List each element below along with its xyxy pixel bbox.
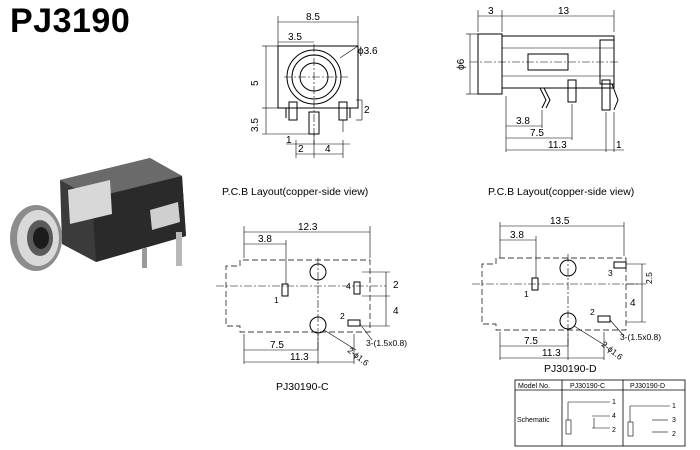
- pcb-layout-c-drawing: [216, 226, 390, 364]
- side-dim-d3: 11.3: [548, 140, 567, 151]
- pcb-d-dim-v1: 2.5: [644, 272, 654, 284]
- front-view-drawing: [262, 16, 363, 158]
- pcb-d-dia: 2-ϕ1.6: [600, 339, 625, 362]
- schematic-d-symbol: [627, 405, 670, 437]
- table-row-schematic: Schematic: [517, 417, 550, 424]
- front-dim-b1: 1: [286, 135, 292, 146]
- pcb-c-dim-d2: 7.5: [270, 340, 284, 351]
- pcb-d-dim-d1: 3.8: [510, 230, 524, 241]
- pcb-c-hole-note: 3-(1.5x0.8): [366, 338, 407, 348]
- pcb-d-pin-3: 3: [608, 268, 613, 278]
- pcb-d-caption: PJ30190-D: [544, 363, 597, 375]
- table-header-model: Model No.: [518, 383, 550, 390]
- schem-d-pin-3: 3: [672, 417, 676, 424]
- schematic-c-symbol: [565, 401, 610, 435]
- side-view-caption: P.C.B Layout(copper-side view): [488, 186, 634, 198]
- pcb-d-dim-total: 13.5: [550, 216, 570, 227]
- connector-photo: [10, 158, 186, 271]
- front-dim-left: 3.5: [288, 32, 302, 43]
- pcb-c-pin-2: 2: [340, 311, 345, 321]
- front-dim-pin: 2: [364, 105, 370, 116]
- schem-c-pin-4: 4: [612, 413, 616, 420]
- pcb-d-pin-2: 2: [590, 307, 595, 317]
- front-view-caption: P.C.B Layout(copper-side view): [222, 186, 368, 198]
- side-dim-front: 3: [488, 6, 494, 17]
- pcb-c-pin-1: 1: [274, 295, 279, 305]
- part-number-title: PJ3190: [10, 2, 131, 40]
- front-dim-dia: ϕ3.6: [358, 46, 378, 57]
- pcb-c-dia: 2-ϕ1.6: [346, 345, 371, 368]
- front-dim-height: 5: [250, 80, 261, 86]
- pcb-c-dim-v1: 2: [393, 280, 399, 291]
- pcb-c-caption: PJ30190-C: [276, 381, 329, 393]
- pcb-c-dim-total: 12.3: [298, 222, 318, 233]
- pcb-d-dim-d3: 11.3: [542, 348, 561, 359]
- front-dim-b3: 4: [325, 144, 331, 155]
- schem-c-pin-2: 2: [612, 427, 616, 434]
- schematic-table: [514, 379, 686, 447]
- pcb-d-dim-v2: 4: [630, 298, 636, 309]
- table-header-d: PJ30190-D: [630, 383, 665, 390]
- side-dim-d1: 3.8: [516, 116, 530, 127]
- pcb-c-pin-4: 4: [346, 281, 351, 291]
- pcb-c-dim-d3: 11.3: [290, 352, 309, 363]
- side-dim-length: 13: [558, 6, 570, 17]
- pcb-c-dim-v2: 4: [393, 306, 399, 317]
- side-dim-d2: 7.5: [530, 128, 544, 139]
- table-header-c: PJ30190-C: [570, 383, 605, 390]
- side-dim-dia: ϕ6: [456, 58, 467, 70]
- pcb-d-hole-note: 3-(1.5x0.8): [620, 332, 661, 342]
- front-dim-width: 8.5: [306, 12, 320, 23]
- pcb-layout-d-drawing: [472, 222, 646, 360]
- side-dim-d4: 1: [616, 140, 622, 151]
- front-dim-lower: 3.5: [250, 118, 261, 132]
- schem-d-pin-1: 1: [672, 403, 676, 410]
- schem-d-pin-2: 2: [672, 431, 676, 438]
- schem-c-pin-1: 1: [612, 399, 616, 406]
- side-view-drawing: [466, 10, 624, 152]
- pcb-d-dim-d2: 7.5: [524, 336, 538, 347]
- pcb-c-dim-d1: 3.8: [258, 234, 272, 245]
- pcb-d-pin-1: 1: [524, 289, 529, 299]
- front-dim-b2: 2: [298, 144, 304, 155]
